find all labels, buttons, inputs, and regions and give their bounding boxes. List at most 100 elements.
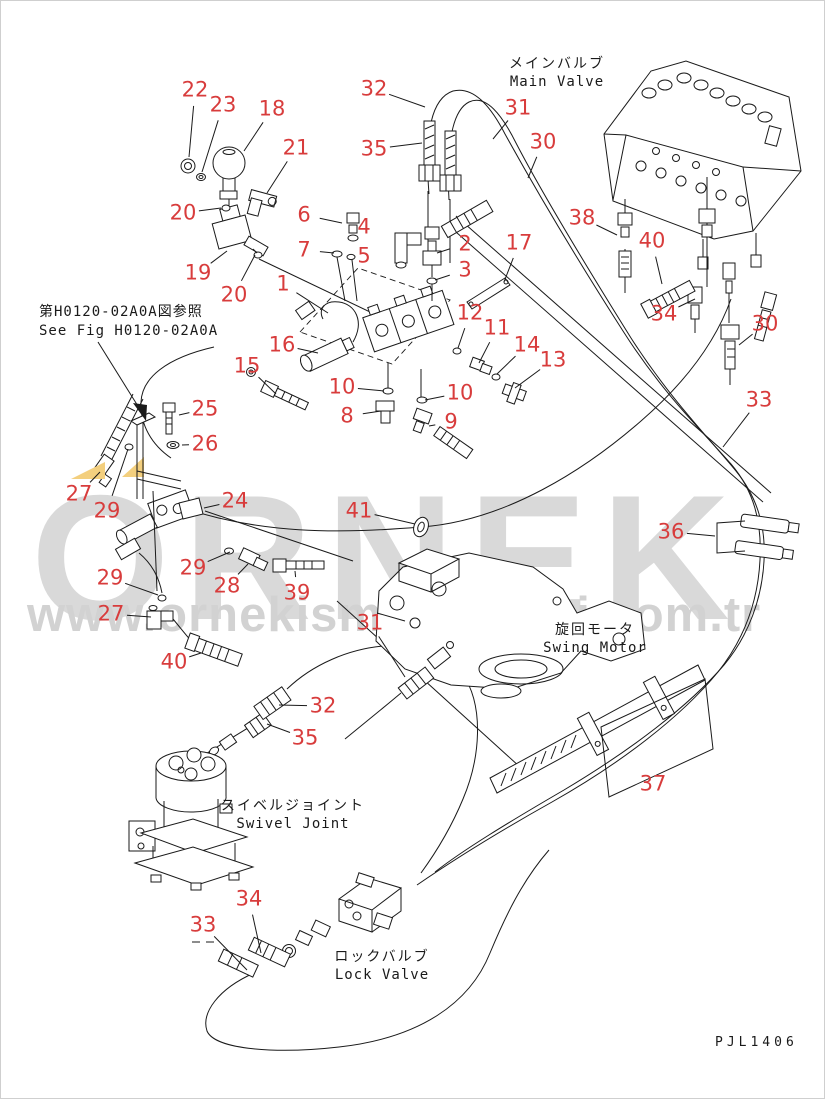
leader-line <box>125 583 158 595</box>
leader-line <box>390 143 422 147</box>
leader-line <box>389 94 425 107</box>
part-number-callout: 34 <box>235 886 263 911</box>
leader-line <box>320 252 334 253</box>
part-number-callout: 40 <box>638 228 666 253</box>
component-label-main-valve: メインバルブ Main Valve <box>509 55 605 91</box>
part-number-callout: 30 <box>529 129 557 154</box>
part-number-callout: 26 <box>191 431 219 456</box>
part-number-callout: 8 <box>340 403 354 428</box>
component-label-jp: スイベルジョイント <box>221 798 365 814</box>
part-number-callout: 4 <box>357 214 371 239</box>
leader-line <box>90 472 100 482</box>
leader-line <box>515 370 540 389</box>
highlight-wedge <box>71 462 105 479</box>
part-number-callout: 20 <box>220 282 248 307</box>
part-number-callout: 23 <box>209 92 237 117</box>
leader-line <box>189 653 201 657</box>
part-number-callout: 27 <box>65 481 93 506</box>
part-number-callout: 14 <box>513 332 541 357</box>
part-number-callout: 24 <box>221 488 249 513</box>
part-number-callout: 31 <box>504 95 532 120</box>
leader-line <box>298 349 318 354</box>
leader-line <box>379 636 405 677</box>
leader-line <box>656 257 662 284</box>
leader-line <box>199 208 221 211</box>
part-number-callout: 2 <box>458 231 472 256</box>
knob-valve-group <box>181 147 278 258</box>
leader-line <box>267 724 290 733</box>
part-number-callout: 16 <box>268 332 296 357</box>
part-number-callout: 20 <box>169 200 197 225</box>
hydraulic-hoses <box>141 90 771 1050</box>
highlight-wedge <box>122 457 144 477</box>
leader-line <box>458 328 465 348</box>
part-number-callout: 39 <box>283 580 311 605</box>
part-number-callout: 12 <box>456 300 484 325</box>
part-number-callout: 27 <box>97 601 125 626</box>
leader-line <box>425 396 444 400</box>
hose-clamp <box>717 514 799 562</box>
reference-note-en: See Fig H0120-02A0A <box>39 323 219 339</box>
leader-line <box>320 218 342 223</box>
leader-line <box>739 334 753 345</box>
leader-line <box>429 425 435 426</box>
leader-line <box>493 121 508 140</box>
hose-guard <box>490 665 713 797</box>
leader-line <box>497 356 516 374</box>
leader-line <box>678 299 695 307</box>
part-number-callout: 7 <box>297 237 311 262</box>
part-number-callout: 32 <box>309 693 337 718</box>
leader-line <box>296 293 328 313</box>
component-label-jp: メインバルブ <box>509 56 605 72</box>
part-number-callout: 35 <box>360 136 388 161</box>
part-number-callout: 10 <box>446 380 474 405</box>
main-valve-fittings <box>618 177 777 385</box>
leader-line <box>596 225 617 235</box>
part-number-callout: 22 <box>181 77 209 102</box>
leader-line <box>112 449 128 496</box>
part-number-callout: 3 <box>458 257 472 282</box>
leader-line <box>479 342 490 363</box>
leader-line <box>189 106 194 157</box>
swivel-joint-assembly <box>129 687 291 890</box>
component-label-en: Main Valve <box>509 74 605 90</box>
component-label-en: Swing Motor <box>543 640 647 656</box>
main-valve-assembly <box>604 61 801 269</box>
part-number-callout: 25 <box>191 396 219 421</box>
leader-line <box>238 564 248 574</box>
leader-line <box>204 505 219 509</box>
part-number-callout: 29 <box>96 565 124 590</box>
leader-line <box>127 615 151 617</box>
leader-line <box>437 249 450 253</box>
part-number-callout: 10 <box>328 374 356 399</box>
part-number-callout: 1 <box>276 271 290 296</box>
reference-note-jp: 第H0120-02A0A図参照 <box>39 304 203 320</box>
part-number-callout: 9 <box>444 409 458 434</box>
part-number-callout: 31 <box>356 610 384 635</box>
part-number-callout: 33 <box>189 912 217 937</box>
part-number-callout: 11 <box>483 315 511 340</box>
leader-line <box>528 157 537 178</box>
lock-valve-assembly <box>192 873 401 977</box>
part-number-callout: 28 <box>213 573 241 598</box>
leader-lines <box>90 94 753 970</box>
leader-line <box>214 936 247 970</box>
part-number-callout: 37 <box>639 771 667 796</box>
leader-line <box>435 275 450 280</box>
part-number-callout: 18 <box>258 96 286 121</box>
leader-line <box>208 552 230 562</box>
leader-line <box>358 389 384 392</box>
part-number-callout: 17 <box>505 230 533 255</box>
left-bracket-assembly <box>71 394 431 667</box>
part-number-callout: 36 <box>657 519 685 544</box>
leader-line <box>279 705 307 706</box>
part-number-callout: 38 <box>568 205 596 230</box>
part-number-callout: 34 <box>650 301 678 326</box>
leader-line <box>202 120 218 172</box>
part-number-callout: 21 <box>282 135 310 160</box>
leader-line <box>211 251 227 263</box>
leader-line <box>687 533 715 536</box>
